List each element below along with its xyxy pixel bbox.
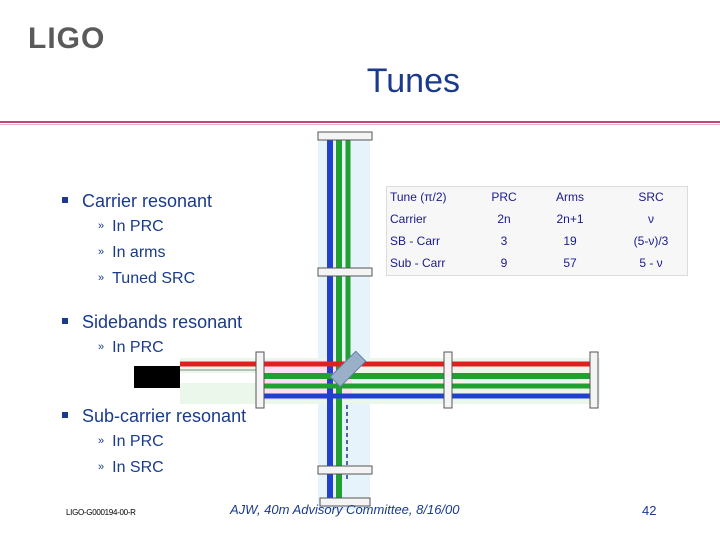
table-cell: 2n: [497, 212, 511, 226]
sub-bullet: » In PRC: [98, 218, 164, 236]
double-chevron-icon: »: [98, 341, 105, 353]
sub-bullet-text: Tuned SRC: [112, 270, 196, 287]
row-label: Sub - Carr: [390, 256, 446, 270]
bullet-carrier: Carrier resonant: [62, 191, 322, 212]
bullet-text: Sub-carrier resonant: [82, 406, 247, 426]
tunes-table: Tune (π/2) PRC Arms SRC Carrier 2n 2n+1 …: [386, 186, 694, 274]
sub-bullet: » In PRC: [98, 339, 164, 357]
etm-y-mirror: [317, 131, 373, 141]
bullet-square-icon: [62, 412, 68, 419]
table-row: SB - Carr 3 19 (5-ν)/3: [386, 230, 694, 252]
title-rule: [0, 121, 720, 123]
bullet-square-icon: [62, 318, 68, 325]
recycling-mirror: [255, 351, 265, 409]
double-chevron-icon: »: [98, 461, 105, 473]
signal-recycling-mirror: [317, 465, 373, 475]
slide-title: Tunes: [366, 62, 460, 100]
header-cell: SRC: [638, 190, 664, 204]
bullet-subcarrier: Sub-carrier resonant: [62, 406, 322, 427]
row-label: SB - Carr: [390, 234, 441, 248]
bullet-sidebands: Sidebands resonant: [62, 312, 322, 333]
sub-bullet-text: In PRC: [112, 339, 164, 356]
header-cell: Arms: [556, 190, 584, 204]
sub-bullet: » In SRC: [98, 459, 164, 477]
page-number: 42: [642, 503, 657, 518]
table-row: Sub - Carr 9 57 5 - ν: [386, 252, 694, 274]
row-label: Carrier: [390, 212, 427, 226]
bullet-text: Sidebands resonant: [82, 312, 243, 332]
document-id: LIGO-G000194-00-R: [66, 508, 136, 517]
table-cell: 2n+1: [556, 212, 584, 226]
etm-x-mirror: [589, 351, 599, 409]
table-header-row: Tune (π/2) PRC Arms SRC: [386, 186, 694, 208]
bullet-text: Carrier resonant: [82, 191, 213, 211]
itm-y-mirror: [317, 267, 373, 277]
table-row: Carrier 2n 2n+1 ν: [386, 208, 694, 230]
double-chevron-icon: »: [98, 435, 105, 447]
header-cell: PRC: [491, 190, 517, 204]
title-rule-shadow: [0, 124, 720, 125]
sub-bullet-text: In SRC: [112, 459, 164, 476]
double-chevron-icon: »: [98, 246, 105, 258]
table-cell: 5 - ν: [639, 256, 663, 270]
table-cell: 9: [500, 256, 508, 270]
sub-bullet: » In arms: [98, 244, 165, 262]
sub-bullet-text: In PRC: [112, 218, 164, 235]
vertical-arm-background: [318, 140, 370, 510]
bullet-square-icon: [62, 197, 68, 204]
ligo-logo: LIGO: [28, 22, 106, 55]
sub-bullet-text: In arms: [112, 244, 166, 261]
tunes-table-background: [386, 186, 688, 276]
footer-citation: AJW, 40m Advisory Committee, 8/16/00: [230, 502, 460, 517]
sub-bullet: » Tuned SRC: [98, 270, 195, 288]
sub-bullet: » In PRC: [98, 433, 164, 451]
table-cell: 57: [563, 256, 577, 270]
double-chevron-icon: »: [98, 220, 105, 232]
table-cell: 3: [500, 234, 508, 248]
table-cell: (5-ν)/3: [633, 234, 669, 248]
header-cell: Tune (π/2): [390, 190, 447, 204]
itm-x-mirror: [443, 351, 453, 409]
double-chevron-icon: »: [98, 272, 105, 284]
table-cell: ν: [648, 212, 654, 226]
beam-splitter: [329, 350, 367, 388]
table-cell: 19: [563, 234, 577, 248]
laser-source: [134, 366, 180, 388]
output-mirror: [319, 497, 371, 507]
sub-bullet-text: In PRC: [112, 433, 164, 450]
